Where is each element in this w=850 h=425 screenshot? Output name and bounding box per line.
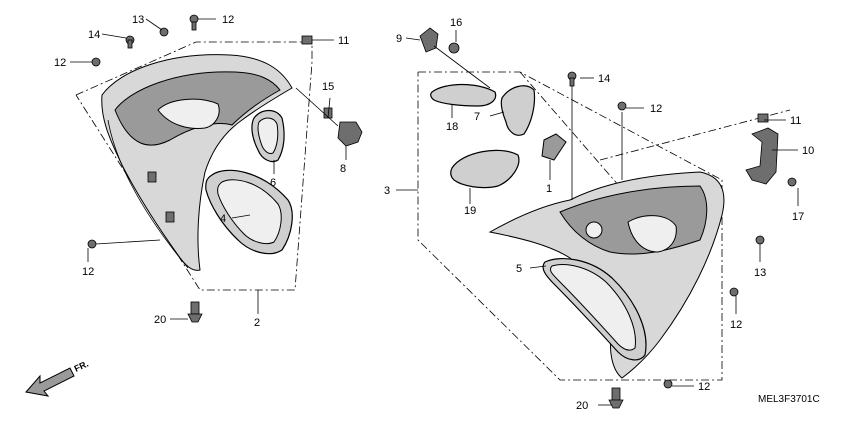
callout-20-left: 20	[154, 314, 166, 326]
seal-7	[500, 85, 536, 136]
front-arrow-icon	[25, 367, 75, 397]
rivet-20-left	[190, 301, 200, 315]
right-outline-diagonal	[519, 71, 641, 211]
callout-7: 7	[474, 111, 480, 123]
screw-12-right-top	[617, 101, 627, 111]
rivet-20-right	[611, 387, 621, 401]
seal-19	[450, 149, 520, 189]
nut-16	[448, 42, 460, 54]
screw-17	[787, 177, 797, 187]
screw-12-left	[91, 57, 101, 67]
screw-12-right-a	[755, 235, 765, 245]
callout-12-right-b: 12	[730, 319, 742, 331]
callout-13-left: 13	[132, 14, 144, 26]
clip-11-left	[301, 35, 313, 45]
screw-12-top-shaft	[191, 21, 197, 31]
callout-11-right: 11	[790, 115, 801, 127]
seal-4-inner	[217, 179, 282, 245]
callout-18: 18	[446, 121, 458, 133]
callout-17: 17	[792, 211, 804, 223]
seal-18	[430, 83, 497, 107]
screw-14-left-shaft	[127, 39, 133, 49]
callout-12-bottom-left: 12	[82, 266, 94, 278]
callout-4: 4	[220, 213, 226, 225]
bracket-8	[337, 121, 363, 147]
callout-19: 19	[464, 205, 476, 217]
callout-15: 15	[322, 81, 334, 93]
callout-8: 8	[340, 163, 346, 175]
front-direction-label: FR.	[73, 359, 90, 374]
callout-2: 2	[254, 317, 260, 329]
callout-12-left: 12	[54, 57, 66, 69]
left-assembly-outline	[75, 41, 313, 291]
seal-5-inner	[549, 264, 636, 351]
clip-11-right	[757, 113, 769, 123]
left-cowl-tab-lower	[165, 211, 175, 223]
left-cowl-assembly: 14 13 12 11 12 12 6 4 2 20 15 8	[54, 14, 363, 329]
callout-11-left: 11	[338, 35, 349, 47]
callout-16: 16	[450, 17, 462, 29]
callout-14-right: 14	[598, 73, 610, 85]
callout-1: 1	[546, 183, 552, 195]
left-cowl-tab-upper	[147, 171, 157, 183]
front-direction-indicator: FR.	[25, 359, 90, 397]
callout-12-top: 12	[222, 14, 234, 26]
diagram-code: MEL3F3701C	[758, 394, 820, 405]
right-cowl-logo-mark	[585, 221, 603, 239]
block-1	[541, 133, 567, 161]
right-cowl-assembly: 9 16 14 12 11 10 17 13 12 12 20 18 7 19 …	[384, 17, 814, 412]
screw-14-right-shaft	[569, 77, 575, 87]
callout-5: 5	[516, 263, 522, 275]
callout-12-right-top: 12	[650, 103, 662, 115]
callout-14-left: 14	[88, 29, 100, 41]
screw-12-right-b	[729, 287, 739, 297]
callout-13-right: 13	[754, 267, 766, 279]
callout-10: 10	[802, 145, 814, 157]
callout-6: 6	[270, 177, 276, 189]
screw-12-bottom-left	[87, 239, 97, 249]
bracket-10	[745, 127, 779, 185]
callout-9: 9	[396, 33, 402, 45]
bracket-9	[419, 27, 439, 53]
rivet-20-right-head	[608, 399, 624, 409]
left-cowl-edge	[107, 119, 189, 269]
callout-12-right-c: 12	[698, 381, 710, 393]
callout-20-right: 20	[576, 400, 588, 412]
rivet-20-left-head	[187, 313, 203, 323]
screw-12-right-c	[663, 379, 673, 389]
right-cowl-vent-opening	[627, 215, 677, 253]
callout-3: 3	[384, 185, 390, 197]
left-cowl-vent-opening	[157, 98, 220, 129]
seal-6-inner	[257, 117, 279, 154]
